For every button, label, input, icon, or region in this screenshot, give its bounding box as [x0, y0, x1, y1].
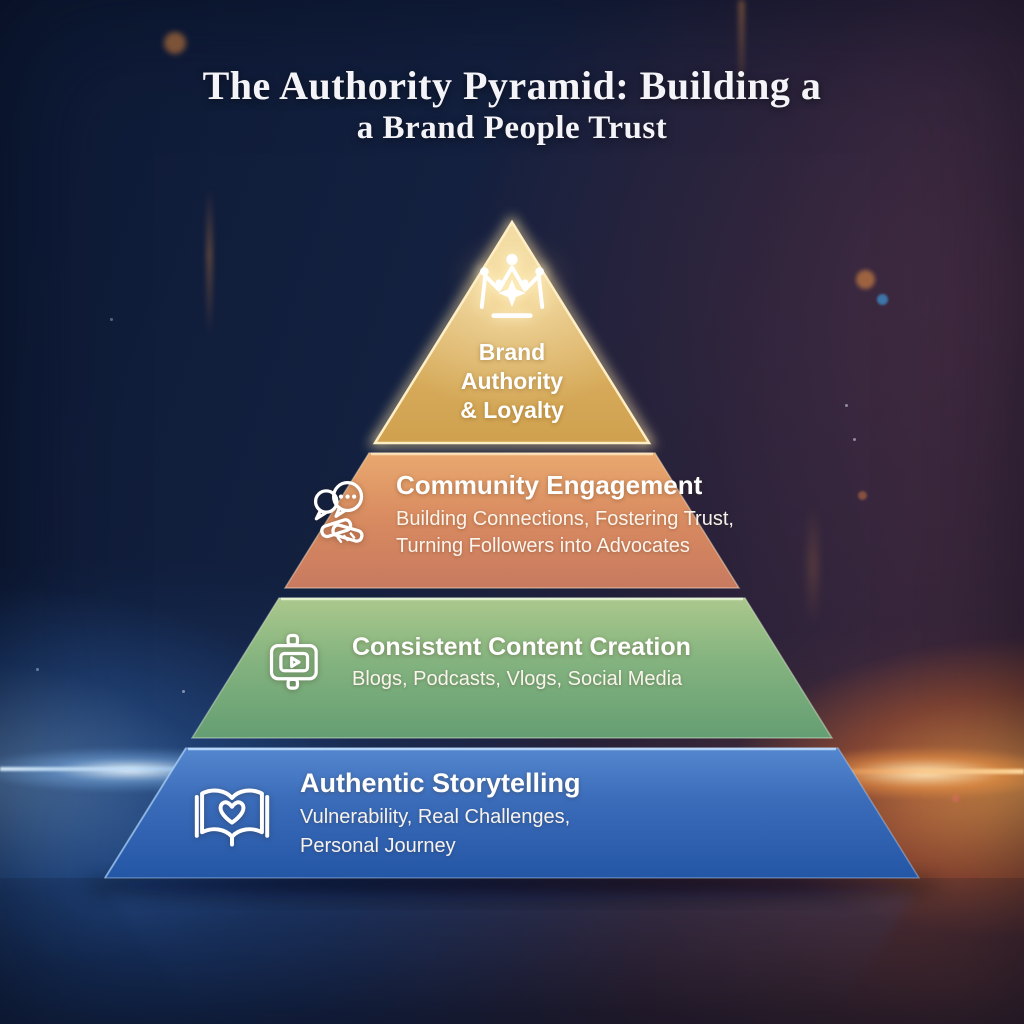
tier-content-creation-content: Consistent Content Creation Blogs, Podca…	[260, 624, 691, 701]
open-book-heart-icon	[188, 768, 276, 861]
star-speck	[853, 438, 856, 441]
tier-title: Community Engagement	[396, 470, 703, 500]
star-speck	[110, 318, 113, 321]
tier-title: Consistent Content Creation	[352, 633, 691, 661]
video-play-icon	[260, 624, 332, 701]
tier-title-line: & Loyalty	[460, 397, 564, 423]
tier-edge-highlight	[104, 747, 187, 879]
star-speck	[36, 668, 39, 671]
page-title: The Authority Pyramid: Building a	[202, 63, 822, 108]
bokeh-dot	[164, 32, 186, 54]
tier-subtitle-line: Personal Journey	[300, 835, 456, 857]
tier-subtitle-line: Turning Followers into Advocates	[396, 535, 690, 557]
tier-subtitle-line: Building Connections, Fostering Trust,	[396, 508, 734, 530]
tier-title-line: Authority	[460, 368, 564, 394]
tier-subtitle-line: Blogs, Podcasts, Vlogs, Social Media	[352, 668, 683, 690]
tier-community-engagement-content: Community Engagement Building Connection…	[300, 470, 734, 560]
light-streak	[810, 505, 816, 625]
tier-top-inner-glow	[375, 222, 649, 443]
light-streak	[207, 188, 212, 336]
star-speck	[182, 690, 185, 693]
bokeh-dot	[856, 270, 875, 289]
bokeh-dot	[877, 294, 888, 305]
floor-shadow	[0, 878, 1024, 1024]
light-streak	[739, 0, 744, 104]
tier-title-line: Brand	[478, 339, 546, 365]
chat-handshake-icon	[300, 472, 382, 559]
tier-title: Authentic Storytelling	[300, 768, 581, 798]
tier-subtitle-line: Vulnerability, Real Challenges,	[300, 806, 571, 828]
page-subtitle: a Brand People Trust	[356, 110, 668, 146]
bokeh-dot	[858, 491, 867, 500]
star-speck	[845, 404, 848, 407]
tier-brand-authority-content: Brand Authority & Loyalty	[382, 250, 642, 425]
crown-icon	[462, 250, 562, 331]
tier-authentic-storytelling-content: Authentic Storytelling Vulnerability, Re…	[188, 768, 581, 861]
